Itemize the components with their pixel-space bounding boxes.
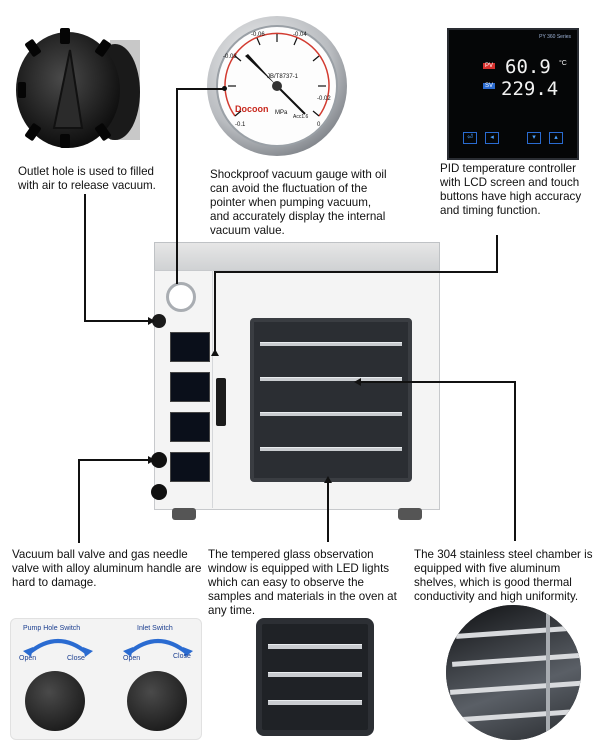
up-button-icon[interactable]: ▴ xyxy=(549,132,563,144)
inlet-switch-title: Inlet Switch xyxy=(137,625,173,632)
shift-button-icon[interactable]: ◂ xyxy=(485,132,499,144)
pump-switch-knob-icon[interactable] xyxy=(25,671,85,731)
glass-window-photo xyxy=(256,618,374,736)
outlet-knob-icon[interactable] xyxy=(152,314,166,328)
inlet-valve-knob-icon[interactable] xyxy=(151,484,167,500)
panel-lcd-2 xyxy=(170,372,210,402)
inlet-switch-knob-icon[interactable] xyxy=(127,671,187,731)
gauge-caption: Shockproof vacuum gauge with oil can avo… xyxy=(210,168,387,237)
oven-foot xyxy=(398,508,422,520)
set-button-icon[interactable]: ⏎ xyxy=(463,132,477,144)
chamber-caption: The 304 stainless steel chamber is equip… xyxy=(414,548,593,603)
gauge-accuracy: Acc1.6 xyxy=(293,114,309,120)
chamber-photo xyxy=(446,605,581,740)
sv-value: 229.4 xyxy=(501,78,559,100)
oven-foot xyxy=(172,508,196,520)
inlet-arrow-icon xyxy=(123,639,193,657)
gauge-tick-label: -0.08 xyxy=(223,54,237,60)
observation-window xyxy=(250,318,412,482)
pump-open-label: Open xyxy=(19,655,37,662)
vacuum-gauge-photo: -0.1 -0.08 -0.06 -0.04 -0.02 0 JB/T8737-… xyxy=(205,14,350,159)
switches-photo: Pump Hole Switch Inlet Switch Open Close… xyxy=(10,618,202,740)
inlet-close-label: Close xyxy=(173,653,191,660)
pump-close-label: Close xyxy=(67,655,85,662)
gauge-tick-label: -0.02 xyxy=(317,96,331,102)
gauge-tick-label: -0.06 xyxy=(251,32,265,38)
pv-value: 60.9 xyxy=(505,56,551,78)
panel-gauge-icon xyxy=(166,282,196,312)
sv-tag: SV xyxy=(483,83,496,89)
oven-top xyxy=(154,242,440,272)
pid-caption: PID temperature controller with LCD scre… xyxy=(440,162,582,217)
valve-caption: Vacuum ball valve and gas needle valve w… xyxy=(12,548,202,589)
gauge-model: JB/T8737-1 xyxy=(267,74,299,80)
gauge-tick-label: -0.04 xyxy=(293,32,307,38)
inlet-open-label: Open xyxy=(123,655,141,662)
gauge-brand: Docoon xyxy=(235,104,269,114)
panel-lcd-4 xyxy=(170,452,210,482)
pump-arrow-icon xyxy=(23,639,93,657)
gauge-tick-label: -0.1 xyxy=(235,122,246,128)
pid-controller-photo: PY 360 Series PV SV 60.9 °C 229.4 ⏎ ◂ ▾ … xyxy=(447,28,579,160)
glass-caption: The tempered glass observation window is… xyxy=(208,548,397,617)
controller-brand: PY 360 Series xyxy=(539,34,571,40)
panel-lcd-1 xyxy=(170,332,210,362)
pv-unit: °C xyxy=(559,60,567,67)
outlet-knob-photo xyxy=(10,20,150,150)
gauge-unit: MPa xyxy=(275,110,288,116)
panel-lcd-3 xyxy=(170,412,210,442)
door-handle[interactable] xyxy=(216,378,226,426)
pump-valve-knob-icon[interactable] xyxy=(151,452,167,468)
pv-tag: PV xyxy=(483,63,496,69)
gauge-tick-label: 0 xyxy=(317,122,321,128)
pump-switch-title: Pump Hole Switch xyxy=(23,625,81,632)
down-button-icon[interactable]: ▾ xyxy=(527,132,541,144)
outlet-caption: Outlet hole is used to filled with air t… xyxy=(18,165,156,192)
